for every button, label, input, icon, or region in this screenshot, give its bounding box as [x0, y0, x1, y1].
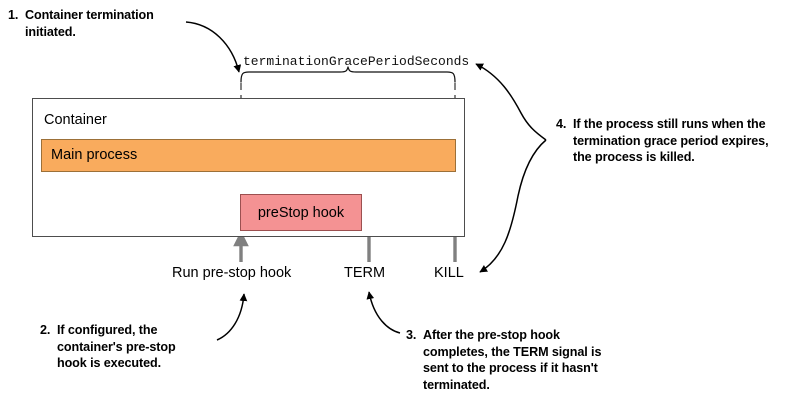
annotation-4-text: If the process still runs when the termi…: [573, 117, 769, 164]
tick-label-term: TERM: [344, 265, 386, 281]
annotation-4-number: 4.: [556, 117, 567, 131]
prestop-hook-label: preStop hook: [257, 204, 345, 221]
grace-period-brace: [240, 66, 456, 83]
annotation-2-number: 2.: [40, 323, 51, 337]
container-label: Container: [44, 112, 107, 128]
annotation-4: 4. If the process still runs when the te…: [556, 116, 805, 166]
callout-arrow-4: [475, 63, 547, 273]
prestop-hook-box: preStop hook: [240, 194, 362, 231]
annotation-2-text: If configured, the container's pre-stop …: [57, 323, 176, 370]
annotation-3-number: 3.: [406, 328, 417, 342]
annotation-1: 1. Container termination initiated.: [8, 7, 208, 40]
tick-label-run-pre-stop-hook: Run pre-stop hook: [172, 265, 292, 281]
annotation-3: 3. After the pre-stop hook completes, th…: [406, 327, 666, 393]
annotation-1-number: 1.: [8, 8, 19, 22]
main-process-bar: Main process: [41, 139, 456, 172]
annotation-3-text: After the pre-stop hook completes, the T…: [423, 328, 602, 392]
annotation-1-text: Container termination initiated.: [25, 8, 154, 39]
tick-label-kill: KILL: [434, 265, 464, 281]
callout-arrow-3: [366, 291, 401, 334]
grace-period-label: terminationGracePeriodSeconds: [243, 54, 470, 69]
annotation-2: 2. If configured, the container's pre-st…: [40, 322, 230, 372]
main-process-label: Main process: [51, 147, 138, 163]
